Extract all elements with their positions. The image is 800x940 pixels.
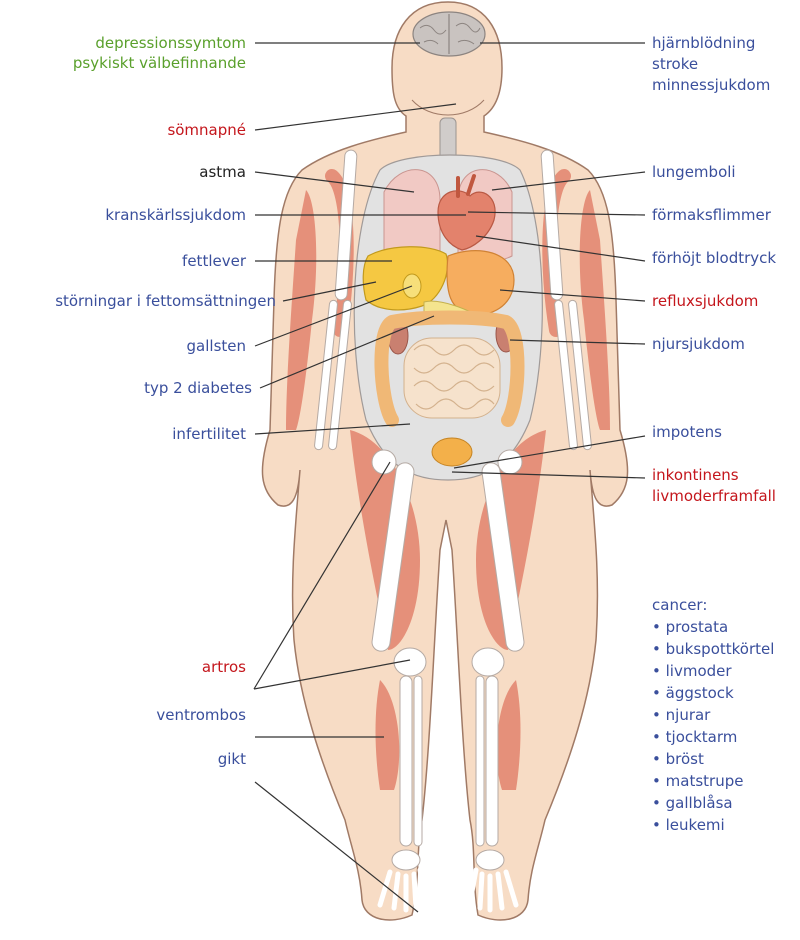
label-bloodpressure: förhöjt blodtryck [652,249,776,267]
label-thrombosis: ventrombos [156,706,246,724]
cancer-item: • bukspottkörtel [652,640,774,658]
label-asthma: astma [199,163,246,181]
label-fattyliver: fettlever [182,252,247,270]
cancer-item: • matstrupe [652,772,743,790]
leg-bones [371,449,525,913]
label-depression: depressionssymtom [95,34,246,52]
label-stroke: stroke [652,55,698,73]
cancer-item: • tjocktarm [652,728,737,746]
bladder [431,437,473,467]
label-impotence: impotens [652,423,722,441]
brain [412,11,486,57]
arm-bones [314,149,592,451]
label-metabolism: störningar i fettomsättningen [55,292,276,310]
cancer-item: • prostata [652,618,728,636]
label-diabetes: typ 2 diabetes [144,379,252,397]
cancer-item: • njurar [652,706,711,724]
left-arm-muscle [286,190,317,430]
cancer-item: • livmoder [652,662,732,680]
label-infertility: infertilitet [172,425,246,443]
cancer-item: • äggstock [652,684,734,702]
stomach [446,250,515,316]
cancer-item: • bröst [652,750,704,768]
right-calf-muscle [496,680,521,790]
label-embolism: lungemboli [652,163,736,181]
label-apnea: sömnapné [167,121,246,139]
label-incontinence: inkontinens [652,466,739,484]
label-reflux: refluxsjukdom [652,292,758,310]
label-kidney: njursjukdom [652,335,745,353]
label-afib: förmaksflimmer [652,206,772,224]
cancer-item: • gallblåsa [652,794,733,812]
small-intestine [403,337,501,419]
cancer-item: • leukemi [652,816,725,834]
left-calf-muscle [375,680,400,790]
label-coronary: kranskärlssjukdom [105,206,246,224]
label-memory: minnessjukdom [652,76,770,94]
heart [437,174,496,251]
label-hemorrhage: hjärnblödning [652,34,755,52]
label-wellbeing: psykiskt välbefinnande [73,54,246,72]
label-arthrosis: artros [202,658,246,676]
labels: depressionssymtom psykiskt välbefinnande… [55,34,776,768]
label-prolapse: livmoderframfall [652,487,776,505]
right-arm-muscle [579,190,610,430]
label-gallstones: gallsten [187,337,246,355]
large-intestine [374,310,525,427]
leader-lines [253,42,646,913]
label-gout: gikt [218,750,246,768]
body-figure [261,1,629,921]
cancer-list: cancer: • prostata • bukspottkörtel • li… [652,596,774,834]
cancer-title: cancer: [652,596,707,614]
